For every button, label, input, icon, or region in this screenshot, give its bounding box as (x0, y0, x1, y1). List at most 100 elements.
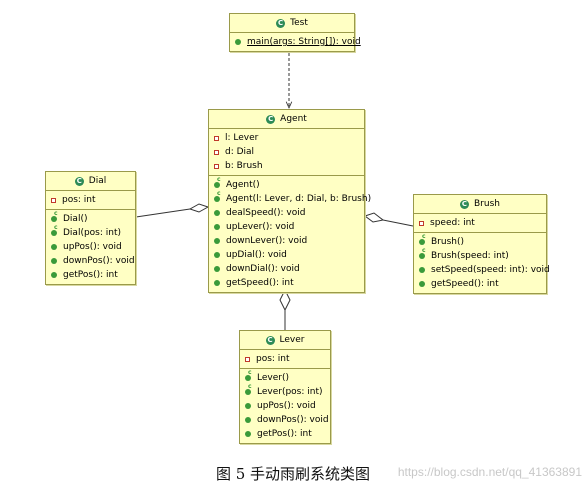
aggregation-dial-agent (135, 208, 191, 218)
method-row: setSpeed(speed: int): void (414, 263, 550, 277)
class-header: C Brush (414, 195, 546, 214)
public-visibility-icon (214, 210, 220, 216)
method-text: downPos(): void (257, 415, 329, 425)
private-visibility-icon (214, 135, 219, 141)
method-row: upPos(): void (46, 240, 135, 254)
method-text: downLever(): void (226, 236, 308, 246)
constructor-icon (214, 176, 221, 188)
class-header: C Dial (46, 172, 135, 191)
class-name: Brush (474, 199, 500, 209)
attribute-row: d: Dial (209, 145, 364, 159)
public-visibility-icon (51, 244, 57, 250)
aggregation-diamond-brush (363, 212, 385, 223)
constructor-icon (51, 224, 58, 236)
methods-compartment: Lever() Lever(pos: int) upPos(): void do… (240, 368, 330, 443)
class-name: Test (290, 18, 308, 28)
aggregation-diamond-lever (279, 288, 291, 312)
private-visibility-icon (214, 149, 219, 155)
private-visibility-icon (245, 356, 250, 362)
class-header: C Agent (209, 110, 364, 129)
method-text: getSpeed(): int (226, 278, 294, 288)
method-text: Lever() (257, 373, 289, 383)
figure-caption: 图 5 手动雨刷系统类图 (215, 465, 371, 483)
method-text: main(args: String[]): void (247, 37, 361, 47)
methods-compartment: main(args: String[]): void (230, 33, 361, 51)
attribute-text: b: Brush (225, 161, 263, 171)
method-text: upPos(): void (63, 242, 122, 252)
method-text: downPos(): void (63, 256, 135, 266)
method-row: downLever(): void (209, 234, 364, 248)
method-row: Brush() (414, 233, 546, 249)
public-visibility-icon (214, 266, 220, 272)
method-row: Lever(pos: int) (240, 383, 330, 399)
class-header: C Lever (240, 331, 330, 350)
attribute-text: l: Lever (225, 133, 259, 143)
method-text: upDial(): void (226, 250, 287, 260)
method-text: Brush(speed: int) (431, 251, 509, 261)
attributes-compartment: l: Lever d: Dial b: Brush (209, 129, 364, 175)
attributes-compartment: pos: int (46, 191, 135, 209)
class-agent[interactable]: C Agent l: Lever d: Dial b: Brush Agent(… (208, 109, 371, 293)
method-text: Lever(pos: int) (257, 387, 323, 397)
class-name: Agent (280, 114, 307, 124)
class-icon: C (276, 18, 286, 28)
attribute-row: speed: int (414, 216, 546, 230)
class-lever[interactable]: C Lever pos: int Lever() Lever(pos: int)… (239, 330, 331, 444)
method-text: upLever(): void (226, 222, 295, 232)
method-row: downDial(): void (209, 262, 364, 276)
method-text: dealSpeed(): void (226, 208, 306, 218)
public-visibility-icon (51, 272, 57, 278)
method-row: Dial(pos: int) (46, 224, 135, 240)
public-visibility-icon (214, 238, 220, 244)
class-dial[interactable]: C Dial pos: int Dial() Dial(pos: int) up… (45, 171, 136, 285)
attribute-text: d: Dial (225, 147, 255, 157)
attribute-text: pos: int (62, 195, 96, 205)
method-text: upPos(): void (257, 401, 316, 411)
class-header: C Test (230, 14, 354, 33)
class-name: Dial (88, 176, 107, 186)
method-text: Brush() (431, 237, 464, 247)
constructor-icon (419, 247, 426, 259)
class-test[interactable]: C Test main(args: String[]): void (229, 13, 361, 52)
public-visibility-icon (245, 417, 251, 423)
constructor-icon (214, 190, 221, 202)
constructor-icon (51, 210, 58, 222)
class-brush[interactable]: C Brush speed: int Brush() Brush(speed: … (413, 194, 550, 294)
method-row: upPos(): void (240, 399, 330, 413)
method-text: Agent() (226, 180, 260, 190)
method-row: getPos(): int (46, 268, 135, 282)
method-text: Dial(pos: int) (63, 228, 122, 238)
method-row: getSpeed(): int (414, 277, 546, 291)
aggregation-brush-agent (382, 219, 414, 227)
private-visibility-icon (419, 220, 424, 226)
method-text: getPos(): int (257, 429, 312, 439)
class-icon: C (266, 114, 276, 124)
method-text: downDial(): void (226, 264, 300, 274)
methods-compartment: Brush() Brush(speed: int) setSpeed(speed… (414, 232, 550, 293)
method-text: Agent(l: Lever, d: Dial, b: Brush) (226, 194, 372, 204)
private-visibility-icon (214, 163, 219, 169)
public-visibility-icon (51, 258, 57, 264)
private-visibility-icon (51, 197, 56, 203)
public-visibility-icon (245, 403, 251, 409)
method-row: downPos(): void (240, 413, 330, 427)
attribute-row: l: Lever (209, 131, 364, 145)
attribute-row: pos: int (240, 352, 330, 366)
method-row: getSpeed(): int (209, 276, 364, 290)
constructor-icon (419, 233, 426, 245)
aggregation-diamond-dial (188, 203, 210, 213)
attribute-row: pos: int (46, 193, 135, 207)
attribute-row: b: Brush (209, 159, 364, 173)
attributes-compartment: speed: int (414, 214, 546, 232)
public-visibility-icon (214, 224, 220, 230)
method-row: Agent() (209, 176, 364, 192)
method-row: upLever(): void (209, 220, 364, 234)
method-row: Brush(speed: int) (414, 247, 546, 263)
constructor-icon (245, 369, 252, 381)
methods-compartment: Agent() Agent(l: Lever, d: Dial, b: Brus… (209, 175, 371, 292)
method-row: Dial() (46, 210, 135, 226)
method-row: Lever() (240, 369, 330, 385)
method-row: main(args: String[]): void (230, 35, 361, 49)
class-icon: C (460, 199, 469, 209)
